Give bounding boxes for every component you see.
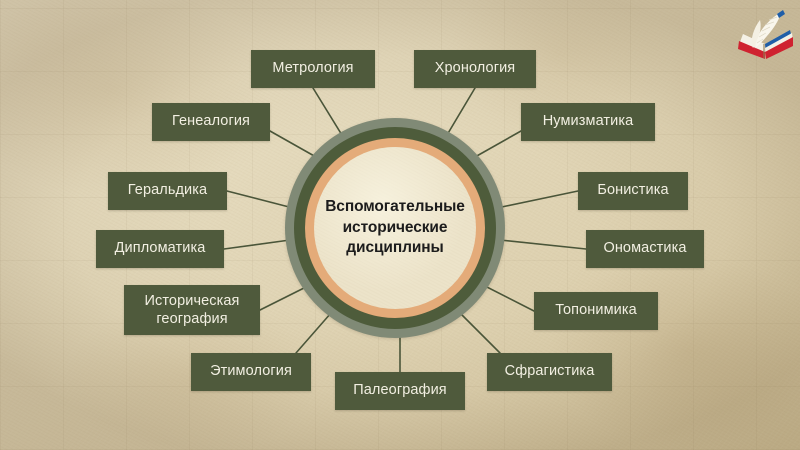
discipline-node-paleografiya[interactable]: Палеография xyxy=(335,372,465,410)
connector-onomastika xyxy=(499,239,587,250)
quill-and-book-logo xyxy=(738,10,793,59)
discipline-node-label: Дипломатика xyxy=(114,240,206,257)
quill-feather-secondary xyxy=(751,20,761,48)
connector-etimologiya xyxy=(295,312,332,354)
discipline-node-metrologiya[interactable]: Метрология xyxy=(251,50,375,88)
discipline-node-label: Метрология xyxy=(272,60,354,77)
hub-title: Вспомогательные исторические дисциплины xyxy=(319,197,471,259)
connector-diplomatika xyxy=(223,239,291,250)
discipline-node-label: Этимология xyxy=(210,363,292,380)
connector-numizmatika xyxy=(474,130,522,158)
discipline-node-hronologiya[interactable]: Хронология xyxy=(414,50,536,88)
hub-title-line-1: Вспомогательные xyxy=(325,198,465,216)
hub-title-line-3: дисциплины xyxy=(346,239,444,257)
discipline-node-ist-geografiya[interactable]: Историческая география xyxy=(124,285,260,335)
discipline-node-diplomatika[interactable]: Дипломатика xyxy=(96,230,224,268)
connector-metrologiya xyxy=(312,87,346,141)
discipline-node-geraldika[interactable]: Геральдика xyxy=(108,172,227,210)
discipline-node-label: Историческая xyxy=(144,292,240,309)
discipline-node-onomastika[interactable]: Ономастика xyxy=(586,230,704,268)
discipline-node-label: Генеалогия xyxy=(171,113,250,130)
discipline-node-bonistika[interactable]: Бонистика xyxy=(578,172,688,210)
discipline-node-label: Бонистика xyxy=(597,182,669,199)
discipline-node-genealogiya[interactable]: Генеалогия xyxy=(152,103,270,141)
discipline-node-sfragistika[interactable]: Сфрагистика xyxy=(487,353,612,391)
connector-toponimika xyxy=(478,282,535,312)
quill-feather-main xyxy=(755,12,781,47)
discipline-node-label: Топонимика xyxy=(555,302,637,319)
discipline-node-label: Хронология xyxy=(434,60,516,77)
connector-genealogiya xyxy=(269,130,317,158)
connector-sfragistika xyxy=(461,314,501,354)
discipline-node-label-wrap: Историческая география xyxy=(144,292,239,328)
quill-shaft xyxy=(754,12,781,50)
discipline-node-label: география xyxy=(156,311,228,327)
hub-title-line-2: исторические xyxy=(342,218,448,236)
book-right-page-red xyxy=(765,37,793,59)
discipline-node-label: Палеография xyxy=(353,382,447,399)
quill-tip-cap xyxy=(777,10,785,18)
discipline-node-etimologiya[interactable]: Этимология xyxy=(191,353,311,391)
connector-geraldika xyxy=(226,190,294,209)
discipline-node-numizmatika[interactable]: Нумизматика xyxy=(521,103,655,141)
book-left-page-red xyxy=(738,41,765,59)
discipline-node-label: Ономастика xyxy=(603,240,687,257)
quill-feather-barbs xyxy=(756,16,778,44)
hub-center: Вспомогательные исторические дисциплины xyxy=(314,147,476,309)
book-spine xyxy=(763,44,765,59)
discipline-node-toponimika[interactable]: Топонимика xyxy=(534,292,658,330)
connector-bonistika xyxy=(496,190,579,209)
discipline-node-label: Нумизматика xyxy=(542,113,634,130)
discipline-node-label: Сфрагистика xyxy=(504,363,595,380)
discipline-node-label: Геральдика xyxy=(127,182,208,199)
